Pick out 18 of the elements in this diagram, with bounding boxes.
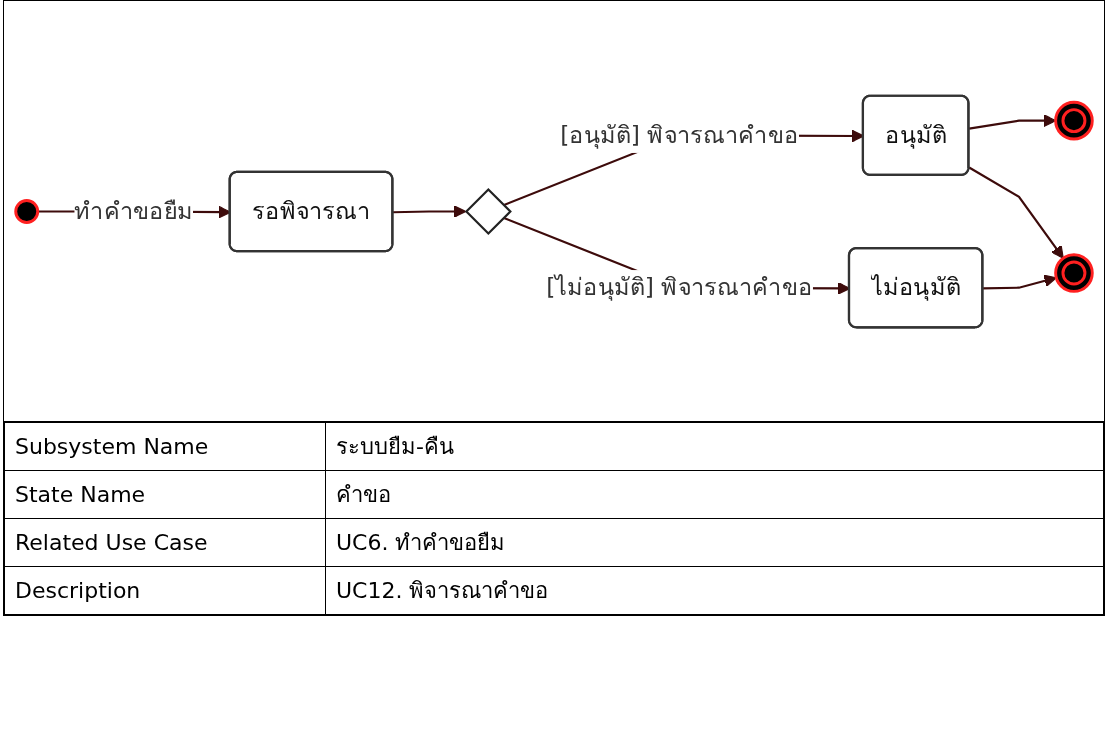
table-value: คำขอ xyxy=(325,470,1104,519)
row-header: Description xyxy=(4,566,326,615)
edge-label: [ไม่อนุมัติ] พิจารณาคำขอ xyxy=(546,272,813,301)
edge-label: ทำคำขอยืม xyxy=(74,196,194,225)
node-circle xyxy=(14,198,40,224)
table-value: UC6. ทำคำขอยืม xyxy=(325,518,1104,567)
edge-label: [อนุมัติ] พิจารณาคำขอ xyxy=(560,120,799,148)
arrow xyxy=(983,274,1057,290)
arrow xyxy=(968,166,1064,259)
row-header: Subsystem Name xyxy=(4,422,326,471)
node-diamond xyxy=(464,187,512,235)
node-circle xyxy=(1054,100,1094,140)
row-header: State Name xyxy=(4,470,326,519)
table-value: ระบบยืม-คืน xyxy=(325,422,1104,471)
node-circle xyxy=(1054,252,1094,293)
arrow xyxy=(393,204,467,218)
table-value: UC12. พิจารณาคำขอ xyxy=(325,566,1104,615)
row-header: Related Use Case xyxy=(4,518,326,567)
